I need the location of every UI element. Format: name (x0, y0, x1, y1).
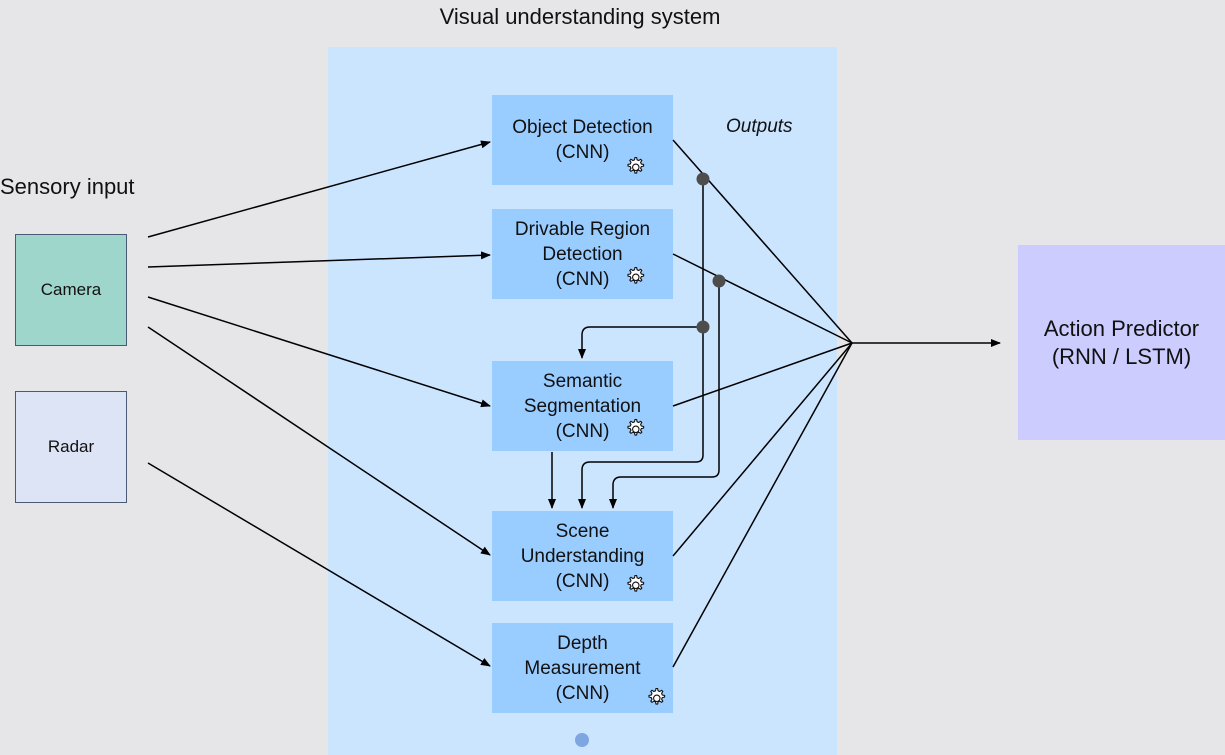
gear-icon (627, 266, 645, 284)
module-title: Drivable Region (514, 218, 651, 240)
module-subtitle: Segmentation (523, 395, 642, 417)
junction-dots (696, 172, 726, 334)
panel-handle-dot[interactable] (575, 733, 589, 747)
module-type: (CNN) (555, 682, 610, 704)
gear-icon (627, 574, 645, 592)
module-subtitle: Understanding (520, 545, 645, 567)
module-subtitle: Detection (542, 243, 623, 265)
edge-camera-drivable-region (147, 251, 491, 268)
module-type: (CNN) (555, 142, 610, 163)
edge-radar-depth-measurement (147, 462, 491, 667)
camera-node[interactable]: Camera (15, 234, 127, 346)
edge-scene-understanding-output (672, 342, 853, 557)
module-type: (CNN) (555, 268, 610, 290)
sensory-input-title: Sensory input (0, 174, 135, 199)
object-detection-node[interactable]: Object Detection (CNN) (492, 95, 673, 185)
depth-measurement-node[interactable]: Depth Measurement (CNN) (492, 623, 673, 713)
predictor-type: (RNN / LSTM) (1051, 343, 1192, 369)
gear-icon (627, 156, 645, 174)
action-predictor-node[interactable]: Action Predictor (RNN / LSTM) (1018, 245, 1225, 440)
junction-dot (696, 172, 710, 186)
scene-understanding-node[interactable]: Scene Understanding (CNN) (492, 511, 673, 601)
camera-label: Camera (40, 280, 102, 299)
module-type: (CNN) (555, 570, 610, 592)
drivable-region-detection-node[interactable]: Drivable Region Detection (CNN) (492, 209, 673, 299)
semantic-segmentation-node[interactable]: Semantic Segmentation (CNN) (492, 361, 673, 451)
edge-camera-semantic-segmentation (147, 296, 491, 408)
edge-object-detection-output (672, 139, 853, 344)
outputs-label: Outputs (726, 116, 793, 137)
junction-dot (712, 274, 726, 288)
radar-node[interactable]: Radar (15, 391, 127, 503)
module-subtitle: Measurement (524, 657, 641, 679)
module-type: (CNN) (555, 420, 610, 442)
edge-object-detection-to-segmentation (578, 326, 703, 359)
edge-depth-measurement-output (672, 342, 853, 668)
edge-drivable-region-to-scene (609, 281, 720, 509)
predictor-title: Action Predictor (1043, 315, 1200, 341)
radar-label: Radar (47, 437, 95, 456)
system-title: Visual understanding system (439, 4, 721, 29)
module-title: Object Detection (512, 117, 653, 138)
module-title: Semantic (542, 370, 623, 392)
edge-camera-scene-understanding (147, 326, 491, 556)
edge-object-detection-to-scene (578, 179, 704, 509)
module-title: Scene (555, 520, 610, 542)
gear-icon (648, 687, 666, 705)
junction-dot (696, 320, 710, 334)
module-title: Depth (557, 632, 608, 654)
edge-camera-object-detection (147, 140, 491, 238)
gear-icon (627, 418, 645, 436)
